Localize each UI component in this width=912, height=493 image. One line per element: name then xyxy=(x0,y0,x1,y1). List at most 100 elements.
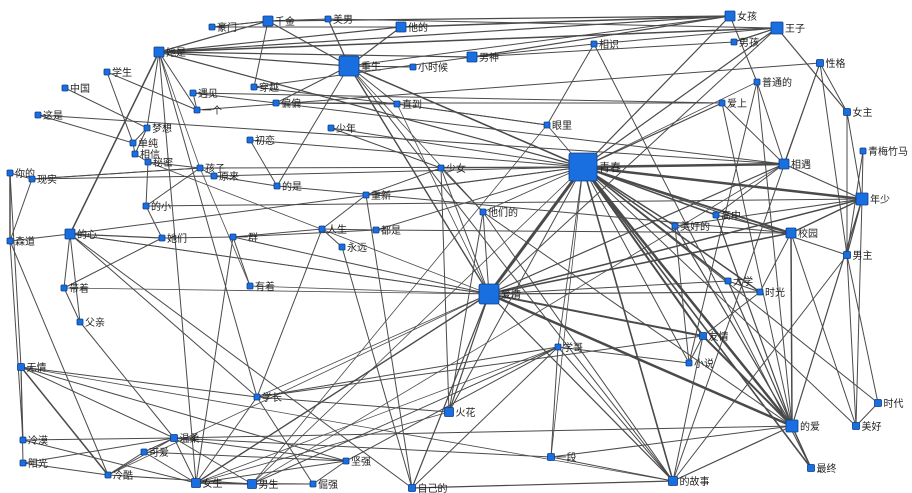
node-label: 女孩 xyxy=(737,10,757,23)
edge-nanshen-nvhai xyxy=(471,15,731,58)
node-label: 她们 xyxy=(167,232,187,245)
node-label: 冷漠 xyxy=(28,434,48,447)
node-aishang: 爱上 xyxy=(718,97,747,110)
node-label: 秘密 xyxy=(153,156,173,169)
node-marker xyxy=(859,147,867,155)
node-label: 少年 xyxy=(336,122,356,135)
node-mengxiang: 梦想 xyxy=(143,122,172,135)
edge-nansheng-yanli xyxy=(251,124,548,485)
edge-degushi-xuege xyxy=(557,346,674,482)
edge-aiqing-daxue xyxy=(488,280,729,295)
edge-chongsheng-deshi xyxy=(276,65,350,187)
edge-deshi-yuanlai xyxy=(213,175,278,187)
edge-daizhe-tamen xyxy=(63,237,163,289)
edge-deai-youqing xyxy=(702,335,793,427)
edge-nvsheng-jianqiang xyxy=(195,460,347,484)
node-marker xyxy=(338,55,360,77)
node-youzhuo: 有着 xyxy=(246,280,275,293)
node-marker xyxy=(64,228,76,240)
edge-nvsheng-wenrou xyxy=(173,437,197,484)
node-nianshao: 年少 xyxy=(855,192,890,206)
edge-qingchun-degushi xyxy=(582,166,674,482)
node-label: 时代 xyxy=(884,398,904,410)
node-marker xyxy=(568,152,598,182)
node-xingge: 性格 xyxy=(816,57,846,70)
edge-xingge-nvzhu xyxy=(819,62,848,113)
node-label: 他们的 xyxy=(488,206,518,219)
edge-juejiang-xuezhang xyxy=(256,396,314,485)
node-label: 的是 xyxy=(282,180,302,193)
node-qianjin: 千金 xyxy=(262,15,295,28)
node-marker xyxy=(685,359,693,367)
edge-wenrou-yangguang xyxy=(22,437,175,464)
edge-doushi-qingchun xyxy=(375,166,584,231)
edge-degushi-nanzhu xyxy=(672,254,848,482)
node-xiaoshuo: 小说 xyxy=(685,357,714,370)
edge-qingchun-youqing xyxy=(582,166,704,337)
edge-aiqing-xiangyu xyxy=(488,163,785,295)
node-marker xyxy=(253,393,261,401)
node-doushi: 都是 xyxy=(372,225,401,237)
edge-chongxin-shaonv xyxy=(365,167,442,196)
edge-nansheng-qingchun xyxy=(251,166,584,485)
edge-nanzhu-shidai xyxy=(846,254,879,404)
node-tashi: 她是 xyxy=(153,46,186,59)
node-marker xyxy=(103,68,111,76)
edge-qingchun-huohua xyxy=(448,166,584,413)
node-xuege: 学哥 xyxy=(554,341,583,354)
edge-nvsheng-xuege xyxy=(195,346,559,484)
node-label: 父亲 xyxy=(85,316,105,329)
edge-aiqing-degushi xyxy=(488,293,674,482)
node-label: 温柔 xyxy=(180,433,200,445)
edge-chongxin-qingchun xyxy=(365,166,584,196)
node-senlin: 森道 xyxy=(6,235,35,248)
node-label: 女生 xyxy=(203,477,223,490)
edge-dexin-fuqin xyxy=(69,233,81,323)
edge-senlin-dexin xyxy=(9,233,71,242)
node-zheshi: 这是 xyxy=(34,109,63,122)
edge-chongsheng-qianjin xyxy=(267,20,350,67)
edge-deai-wenrou xyxy=(173,425,793,439)
edge-xiaoshuo-meihaode xyxy=(674,225,690,364)
edge-rensheng-yongyuan xyxy=(321,228,343,248)
edge-qingmei-nianshao xyxy=(861,150,864,200)
node-marker xyxy=(143,124,151,132)
node-fuqin: 父亲 xyxy=(76,316,105,329)
edge-deai-gaozhong xyxy=(715,214,793,427)
node-marker xyxy=(874,399,882,407)
edge-xiaoyuan-meihao xyxy=(790,232,857,427)
edge-xianshi-haizi xyxy=(31,167,201,180)
node-label: 遇见 xyxy=(198,88,218,100)
edge-qingchun-xiangyu xyxy=(582,162,785,169)
node-marker xyxy=(131,150,139,158)
edge-tade-nvhai xyxy=(400,15,731,28)
edge-wuqing-wenrou xyxy=(20,366,175,439)
edge-nianshao-nvzhu xyxy=(846,111,863,200)
node-marker xyxy=(478,283,500,305)
node-marker xyxy=(785,227,797,239)
node-marker xyxy=(372,226,380,234)
node-yuanjian: 遇见 xyxy=(189,88,218,100)
node-putong: 普通的 xyxy=(753,76,792,89)
edge-yanli-xiangshi xyxy=(546,43,595,126)
edge-nanzhu-meihao xyxy=(846,254,857,427)
node-tamende: 他们的 xyxy=(479,206,518,219)
node-zuizhong: 最终 xyxy=(807,462,837,475)
node-label: 一个 xyxy=(202,105,222,117)
edge-xiaoyuan-shiguang xyxy=(759,232,792,293)
edge-qingchun-putong xyxy=(582,81,758,168)
edge-deai-xiaoyuan xyxy=(790,232,793,427)
node-label: 的小 xyxy=(151,200,171,213)
edge-yiduan-deai xyxy=(550,425,793,458)
node-label: 阳光 xyxy=(28,457,48,470)
edge-tashi-wangzi xyxy=(158,27,778,53)
edge-nanhai-wangzi xyxy=(733,27,778,43)
node-kelian: 可爱 xyxy=(140,446,169,459)
edge-xianshi-yuanlai xyxy=(31,175,215,180)
node-marker xyxy=(770,21,784,35)
node-xiangxin: 相信 xyxy=(131,148,160,161)
edge-xuezhang-xuege xyxy=(256,346,559,398)
edge-ziji-yongyuan xyxy=(341,246,413,489)
edge-huohua-shaonv xyxy=(440,167,450,413)
